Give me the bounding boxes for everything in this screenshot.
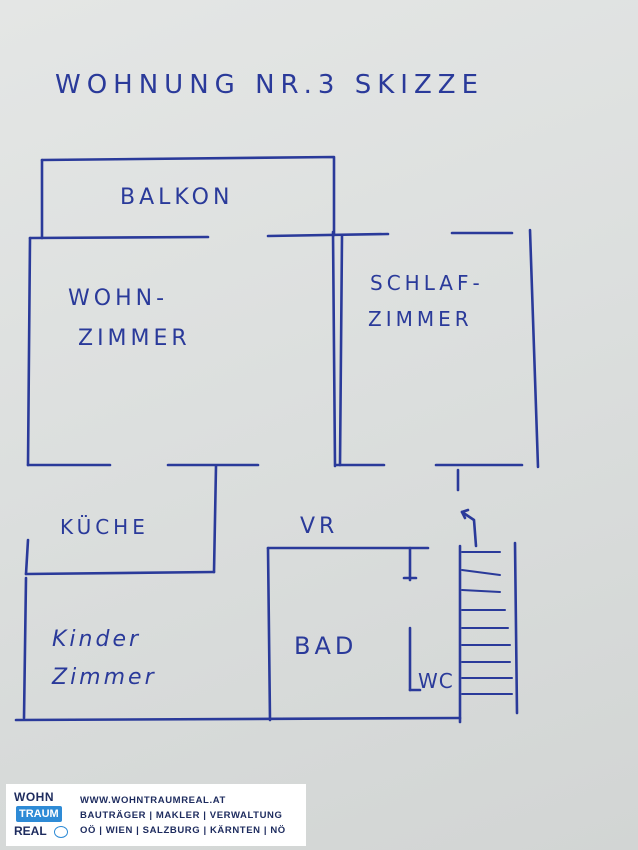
- company-logo: WOHN TRAUM REAL: [12, 788, 72, 842]
- house-icon: [54, 826, 68, 838]
- label-kinderzimmer-1: Kinder: [52, 627, 141, 652]
- sketch-title: WOHNUNG NR.3 SKIZZE: [55, 70, 484, 100]
- kueche-walls: [24, 464, 218, 576]
- company-footer: WOHN TRAUM REAL WWW.WOHNTRAUMREAL.AT BAU…: [6, 784, 306, 846]
- company-services: BAUTRÄGER | MAKLER | VERWALTUNG: [80, 809, 283, 821]
- stair-arrow-icon: [460, 508, 478, 548]
- label-kinderzimmer-2: Zimmer: [51, 665, 157, 690]
- label-balkon: BALKON: [120, 185, 233, 210]
- staircase: [456, 468, 519, 715]
- balkon-outline: [40, 155, 336, 240]
- label-schlafzimmer-1: SCHLAF-: [370, 271, 484, 295]
- label-schlafzimmer-2: ZIMMER: [368, 307, 473, 331]
- bad-wc-walls: [266, 544, 462, 724]
- logo-line-1: WOHN: [14, 790, 54, 804]
- company-regions: OÖ | WIEN | SALZBURG | KÄRNTEN | NÖ: [80, 824, 286, 836]
- wohnzimmer-walls: [26, 230, 390, 468]
- schlafzimmer-walls: [338, 228, 540, 469]
- label-wohnzimmer-2: ZIMMER: [78, 326, 191, 351]
- kinderzimmer-walls: [14, 576, 462, 722]
- logo-line-3: REAL: [14, 824, 47, 838]
- label-kueche: KÜCHE: [60, 515, 149, 539]
- company-info: WWW.WOHNTRAUMREAL.AT BAUTRÄGER | MAKLER …: [80, 793, 286, 838]
- label-bad: BAD: [294, 632, 357, 660]
- label-wc: WC: [418, 669, 454, 693]
- label-vr: VR: [300, 514, 338, 539]
- logo-line-2: TRAUM: [16, 806, 62, 822]
- label-wohnzimmer-1: WOHN-: [68, 286, 168, 311]
- company-website[interactable]: WWW.WOHNTRAUMREAL.AT: [80, 794, 226, 806]
